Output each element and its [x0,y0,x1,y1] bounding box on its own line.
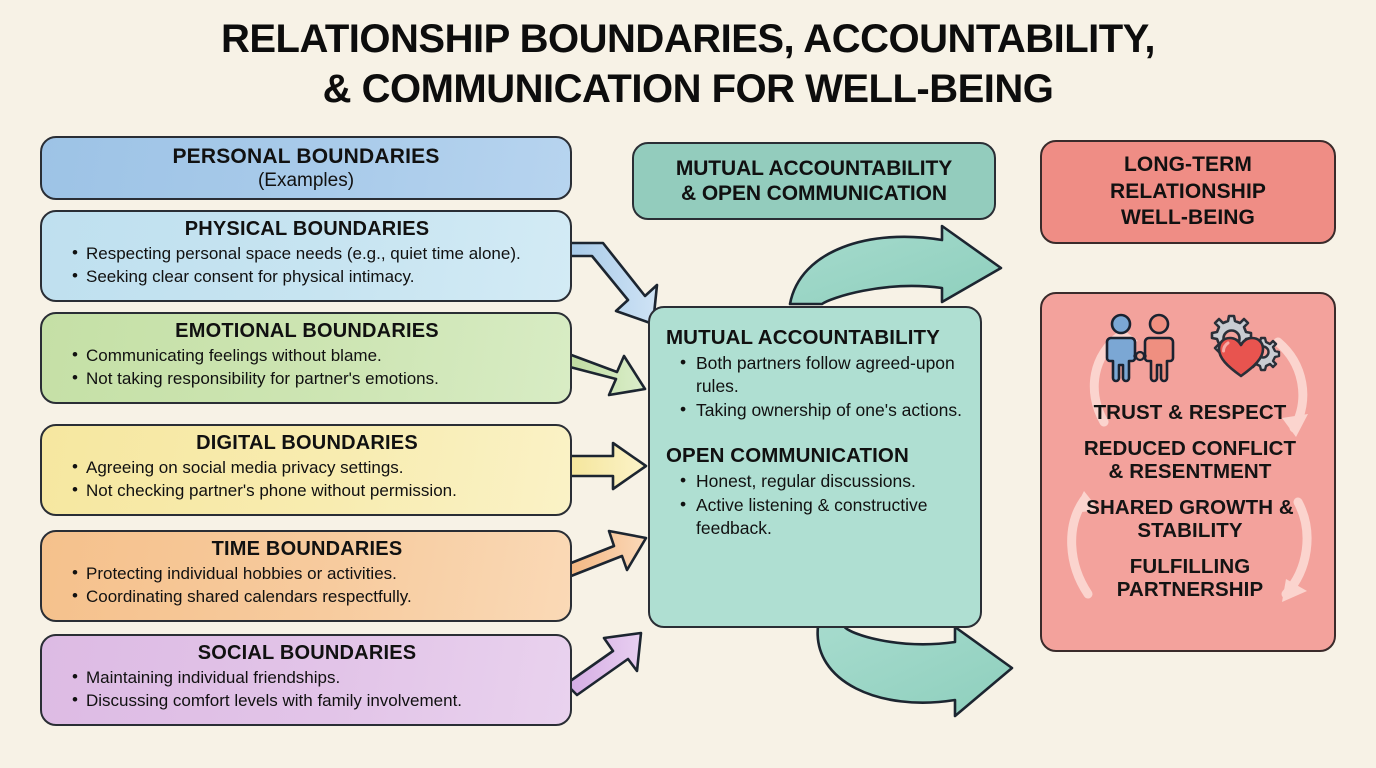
gear-heart-icon [1210,314,1281,378]
boundary-card-time[interactable]: TIME BOUNDARIES Protecting individual ho… [40,530,572,622]
left-column-header: PERSONAL BOUNDARIES (Examples) [40,136,572,200]
title-line-1: RELATIONSHIP BOUNDARIES, ACCOUNTABILITY, [220,17,1156,61]
boundary-list: Communicating feelings without blame. No… [54,344,560,391]
boundary-list: Protecting individual hobbies or activit… [54,562,560,609]
boundary-card-social[interactable]: SOCIAL BOUNDARIES Maintaining individual… [40,634,572,726]
right-column-body[interactable]: TRUST & RESPECT REDUCED CONFLICT& RESENT… [1040,292,1336,652]
boundary-title: DIGITAL BOUNDARIES [196,432,418,454]
arrow-emotional-to-center [564,351,647,397]
arrow-digital-to-center [564,441,648,491]
right-header-line-3: WELL-BEING [1121,206,1255,230]
icons-row [1042,312,1334,384]
list-item: Protecting individual hobbies or activit… [72,562,560,586]
outcome-item: TRUST & RESPECT [1093,401,1287,424]
boundary-title: EMOTIONAL BOUNDARIES [175,320,439,342]
title-line-2: & COMMUNICATION FOR WELL-BEING [322,67,1054,111]
arrow-physical-to-center [564,241,659,326]
arrow-social-to-center [564,631,643,697]
section-spacer [666,422,966,444]
list-item: Coordinating shared calendars respectful… [72,585,560,609]
outcome-item: REDUCED CONFLICT& RESENTMENT [1083,436,1297,483]
arrow-time-to-center [564,529,648,580]
list-item: Discussing comfort levels with family in… [72,689,560,713]
center-header-text: MUTUAL ACCOUNTABILITY & OPEN COMMUNICATI… [676,156,952,206]
center-column-body[interactable]: MUTUAL ACCOUNTABILITY Both partners foll… [648,306,982,628]
page-title: RELATIONSHIP BOUNDARIES, ACCOUNTABILITY,… [0,14,1376,114]
list-item: Not checking partner's phone without per… [72,479,560,503]
center-column-header: MUTUAL ACCOUNTABILITY & OPEN COMMUNICATI… [632,142,996,220]
boundary-title: TIME BOUNDARIES [211,538,403,560]
right-header-text: LONG-TERM RELATIONSHIP WELL-BEING [1110,152,1266,231]
outcome-item: SHARED GROWTH &STABILITY [1086,495,1294,542]
list-item: Not taking responsibility for partner's … [72,367,560,391]
list-item: Communicating feelings without blame. [72,344,560,368]
boundary-list: Respecting personal space needs (e.g., q… [54,242,560,289]
boundary-card-physical[interactable]: PHYSICAL BOUNDARIES Respecting personal … [40,210,572,302]
outcomes-list: TRUST & RESPECT REDUCED CONFLICT& RESENT… [1042,401,1334,615]
right-header-line-2: RELATIONSHIP [1110,179,1266,203]
arrow-center-to-wellbeing-lower [816,624,1014,718]
boundary-card-emotional[interactable]: EMOTIONAL BOUNDARIES Communicating feeli… [40,312,572,404]
list-item: Seeking clear consent for physical intim… [72,265,560,289]
accountability-list: Both partners follow agreed-upon rules. … [666,351,966,422]
right-header-line-1: LONG-TERM [1123,153,1253,177]
boundary-title: SOCIAL BOUNDARIES [197,642,417,664]
right-column-header: LONG-TERM RELATIONSHIP WELL-BEING [1040,140,1336,244]
boundary-list: Agreeing on social media privacy setting… [54,456,560,503]
couple-holding-hands-icon [1105,313,1175,383]
boundary-title: PHYSICAL BOUNDARIES [184,218,430,240]
section-title-communication: OPEN COMMUNICATION [666,444,909,468]
list-item: Respecting personal space needs (e.g., q… [72,242,560,266]
list-item: Taking ownership of one's actions. [680,398,966,422]
boundary-card-digital[interactable]: DIGITAL BOUNDARIES Agreeing on social me… [40,424,572,516]
communication-list: Honest, regular discussions. Active list… [666,469,966,540]
center-header-line-1: MUTUAL ACCOUNTABILITY [675,156,953,180]
list-item: Honest, regular discussions. [680,469,966,493]
arrow-center-to-wellbeing-upper [788,224,1003,306]
boundary-list: Maintaining individual friendships. Disc… [54,666,560,713]
left-header-subtitle: (Examples) [257,169,355,191]
list-item: Active listening & constructive feedback… [680,493,966,540]
list-item: Maintaining individual friendships. [72,666,560,690]
center-header-line-2: & OPEN COMMUNICATION [681,182,947,205]
list-item: Both partners follow agreed-upon rules. [680,351,966,398]
left-header-title: PERSONAL BOUNDARIES [172,144,440,168]
list-item: Agreeing on social media privacy setting… [72,456,560,480]
section-title-accountability: MUTUAL ACCOUNTABILITY [666,326,940,349]
